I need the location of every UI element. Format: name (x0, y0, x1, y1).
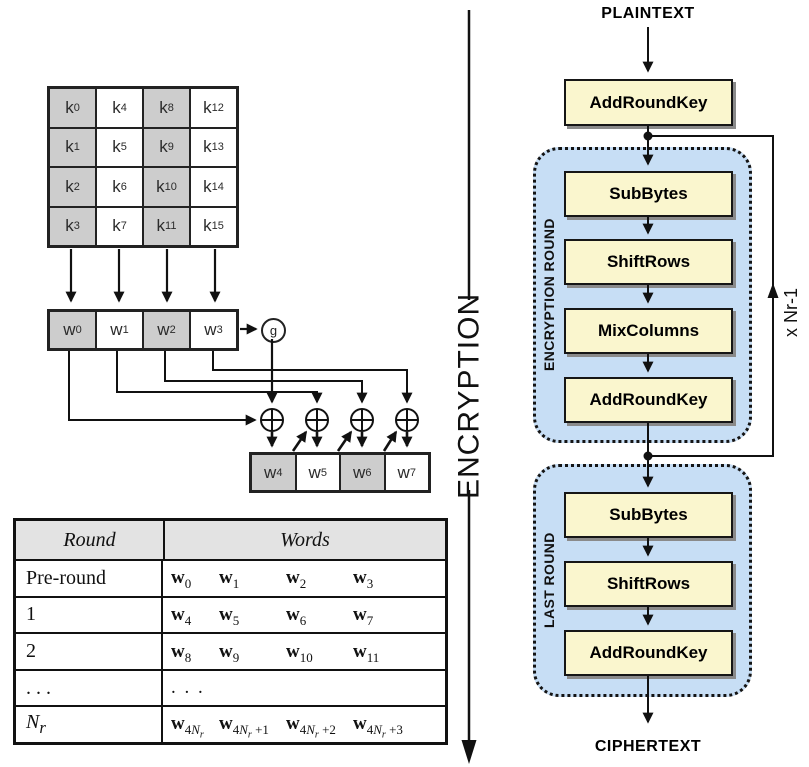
round-cell: 1 (16, 597, 163, 633)
word-entry: w2 (286, 567, 307, 592)
table-row: 2 w8 w9 w10 w11 (16, 634, 445, 671)
loop-count-label: x Nr-1 (781, 288, 801, 338)
encryption-round-label: ENCRYPTION ROUND (541, 218, 557, 372)
loop-up-arrowhead (767, 283, 779, 298)
key-column-arrows (65, 249, 221, 303)
word-entry: w4Nr +3 (353, 713, 403, 741)
word-entry: w0 (171, 567, 192, 592)
encryption-axis-label: ENCRYPTION (452, 292, 486, 499)
round-cell: . . . (16, 670, 163, 706)
word-entry: w4 (171, 603, 192, 628)
ciphertext-label: CIPHERTEXT (594, 738, 702, 755)
word-entry: w10 (286, 640, 313, 665)
xor-nodes (260, 408, 419, 432)
round-cell: 2 (16, 634, 163, 669)
junction-dot-top (643, 131, 653, 141)
word-entry: w1 (219, 567, 240, 592)
table-header-words: Words (280, 528, 330, 551)
word-entry: w4Nr +1 (219, 713, 269, 741)
plaintext-label: PLAINTEXT (601, 5, 695, 22)
junction-dot-bottom (643, 451, 653, 461)
word-entry: w11 (353, 640, 380, 665)
table-body: Pre-round w0 w1 w2 w3 1 w4 w5 w6 w7 2 w8 w9 w10 w11 . .… (16, 561, 445, 742)
words-cell: w4 w5 w6 w7 (163, 598, 445, 633)
word-entry: w3 (353, 567, 374, 592)
table-row: Nr w4Nr w4Nr +1 w4Nr +2 w4Nr +3 (16, 707, 445, 742)
word-entry: w5 (219, 603, 240, 628)
word-entry: w6 (286, 603, 307, 628)
word-entry: w9 (219, 640, 240, 665)
addroundkey-box-round: AddRoundKey (564, 377, 733, 423)
mixcolumns-box-round: MixColumns (564, 308, 733, 354)
words-cell: w4Nr w4Nr +1 w4Nr +2 w4Nr +3 (163, 707, 445, 742)
table-row: Pre-round w0 w1 w2 w3 (16, 561, 445, 598)
round-cell: Pre-round (16, 561, 163, 596)
word-wires (68, 351, 413, 426)
table-header-round: Round (16, 521, 165, 560)
word-entry: w7 (353, 603, 374, 628)
g-function-node: g (261, 318, 286, 343)
round-cell: Nr (16, 707, 163, 742)
word-entry: w4Nr (171, 713, 204, 741)
table-header-row: Round Words (16, 521, 445, 562)
word-entry: w8 (171, 640, 192, 665)
subbytes-box-round: SubBytes (564, 171, 733, 217)
addroundkey-box-preround: AddRoundKey (564, 79, 733, 126)
encryption-axis-arrowhead (461, 740, 477, 764)
addroundkey-box-last: AddRoundKey (564, 630, 733, 676)
last-round-label: LAST ROUND (541, 532, 557, 629)
shiftrows-box-last: ShiftRows (564, 561, 733, 607)
table-row: . . . . . . (16, 670, 445, 708)
subbytes-box-last: SubBytes (564, 492, 733, 538)
g-function-label: g (269, 323, 278, 338)
xor-output-arrows (266, 430, 413, 452)
words-cell: . . . (163, 671, 445, 706)
shiftrows-box-round: ShiftRows (564, 239, 733, 285)
words-cell: w0 w1 w2 w3 (163, 561, 445, 596)
words-cell: w8 w9 w10 w11 (163, 634, 445, 669)
table-row: 1 w4 w5 w6 w7 (16, 597, 445, 635)
word-entry: w4Nr +2 (286, 713, 336, 741)
word-entry: . . . (171, 677, 205, 699)
